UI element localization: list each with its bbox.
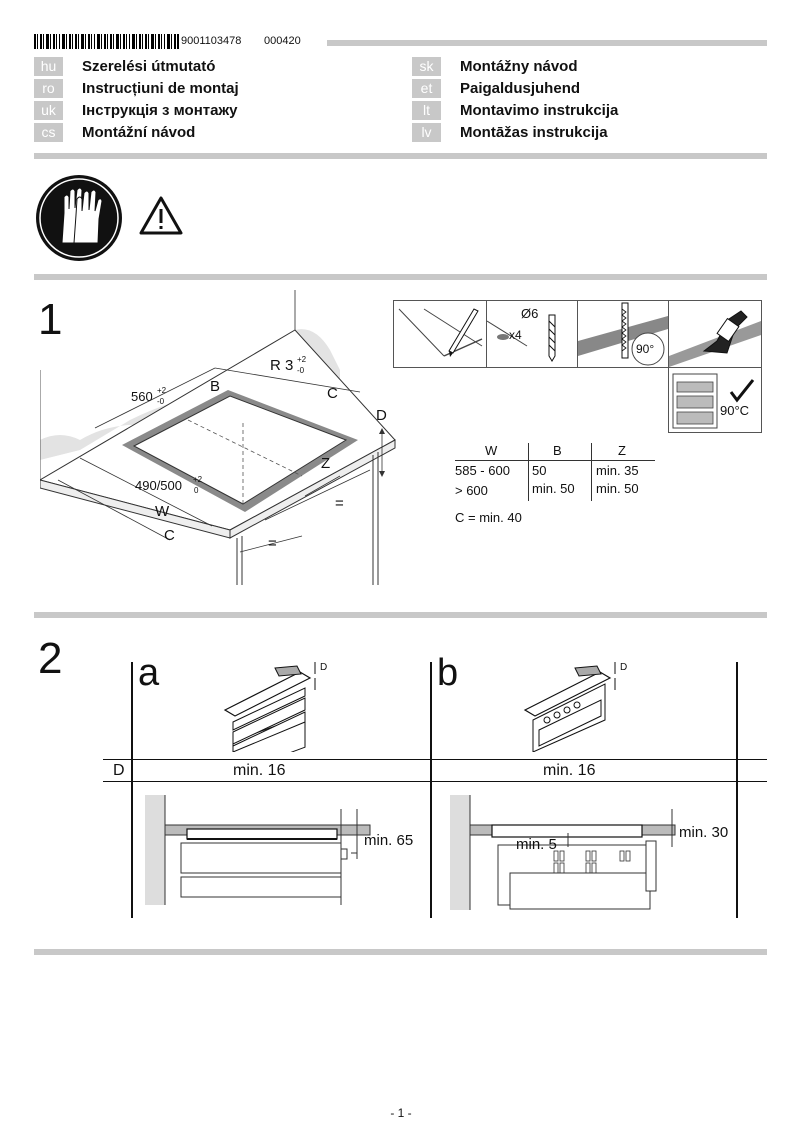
- frame-line: [430, 662, 432, 918]
- row-label-d: D: [113, 762, 125, 779]
- gloves-icon: [34, 173, 124, 263]
- step-number-2: 2: [38, 634, 63, 683]
- tol-r3-minus: -0: [297, 366, 305, 375]
- lang-title: Szerelési útmutató: [82, 57, 216, 75]
- section-divider: [34, 612, 767, 618]
- doc-code: 000420: [264, 35, 301, 47]
- lang-row-ro: ro Instrucțiuni de montaj: [34, 78, 239, 98]
- label-490-500: 490/500: [135, 478, 182, 493]
- table-header-b: B: [553, 443, 562, 458]
- frame-line: [103, 759, 767, 760]
- d-value-a: min. 16: [233, 762, 286, 779]
- lang-row-cs: cs Montážní návod: [34, 122, 195, 142]
- barcode-number: 9001103478: [181, 35, 242, 47]
- label-560: 560: [131, 389, 153, 404]
- header-rule: [327, 40, 767, 46]
- tol-r3-plus: +2: [297, 355, 307, 364]
- label-r3: R 3: [270, 357, 294, 374]
- oven-cabinet-diagram: [515, 660, 635, 753]
- drill-size: Ø6: [521, 306, 539, 321]
- label-eq-1: =: [335, 495, 344, 512]
- tol-490-plus: +2: [193, 475, 203, 484]
- table-header-w: W: [485, 443, 498, 458]
- tool-panel-saw: [577, 300, 669, 368]
- panel-label-b: b: [437, 652, 459, 694]
- tol-490-zero: 0: [194, 486, 199, 495]
- lang-code: et: [412, 78, 441, 98]
- label-c-bottom: C: [164, 527, 175, 544]
- label-c-top: C: [327, 385, 338, 402]
- d-small-a: D: [320, 662, 328, 673]
- table-grid: [528, 443, 529, 501]
- oven-section-diagram: [450, 795, 730, 910]
- table-grid: [591, 443, 592, 501]
- lang-code: lt: [412, 100, 441, 120]
- dimension-table: W B Z 585 - 600 50 min. 35 > 600 min. 50…: [455, 443, 655, 503]
- barcode: [34, 34, 180, 49]
- warning-icon: [138, 195, 184, 237]
- d-small-b: D: [620, 662, 628, 673]
- label-d: D: [376, 407, 387, 424]
- lang-code: uk: [34, 100, 63, 120]
- drawer-cabinet-diagram: [215, 660, 335, 775]
- table-note: C = min. 40: [455, 510, 522, 525]
- lang-title: Інструкція з монтажу: [82, 101, 238, 119]
- countertop-cutout-diagram: [38, 290, 400, 590]
- tol-560-plus: +2: [157, 386, 167, 395]
- label-b: B: [210, 378, 221, 395]
- lang-title: Montavimo instrukcija: [460, 101, 619, 119]
- lang-row-uk: uk Інструкція з монтажу: [34, 100, 237, 120]
- label-min-65: min. 65: [364, 832, 414, 849]
- d-value-b: min. 16: [543, 762, 596, 779]
- lang-title: Paigaldusjuhend: [460, 79, 581, 97]
- lang-title: Montážny návod: [460, 57, 578, 75]
- lang-title: Montážní návod: [82, 123, 196, 141]
- drill-count: x4: [509, 328, 522, 342]
- table-cell: min. 35: [596, 463, 639, 478]
- label-eq-2: =: [268, 535, 277, 552]
- heat-temp: 90°C: [720, 403, 750, 418]
- frame-line: [103, 781, 767, 782]
- table-cell: > 600: [455, 483, 488, 498]
- lang-title: Montāžas instrukcija: [460, 123, 608, 141]
- table-cell: min. 50: [596, 481, 639, 496]
- lang-row-hu: hu Szerelési útmutató: [34, 56, 215, 76]
- tool-panel-seal: [668, 300, 762, 368]
- frame-line: [131, 662, 133, 918]
- tol-560-minus: -0: [157, 397, 165, 406]
- page-number: - 1 -: [390, 1106, 412, 1120]
- drawer-section-diagram: [145, 795, 425, 905]
- label-w: W: [155, 503, 170, 520]
- lang-row-lv: lv Montāžas instrukcija: [412, 122, 608, 142]
- lang-code: cs: [34, 122, 63, 142]
- lang-row-et: et Paigaldusjuhend: [412, 78, 580, 98]
- tool-panel-mark: [393, 300, 487, 368]
- table-grid: [455, 460, 655, 461]
- panel-label-a: a: [138, 652, 160, 694]
- tool-panel-heat: [668, 367, 762, 433]
- lang-code: lv: [412, 122, 441, 142]
- section-divider: [34, 274, 767, 280]
- section-divider: [34, 153, 767, 159]
- table-header-z: Z: [618, 443, 626, 458]
- lang-code: ro: [34, 78, 63, 98]
- lang-code: hu: [34, 56, 63, 76]
- table-cell: min. 50: [532, 481, 575, 496]
- lang-row-sk: sk Montážny návod: [412, 56, 578, 76]
- label-min-30: min. 30: [679, 824, 729, 841]
- label-min-5: min. 5: [516, 836, 557, 853]
- frame-line: [736, 662, 738, 918]
- step-number-1: 1: [38, 295, 63, 344]
- table-cell: 585 - 600: [455, 463, 510, 478]
- saw-angle: 90°: [636, 342, 655, 356]
- section-divider: [34, 949, 767, 955]
- label-z: Z: [321, 455, 331, 472]
- lang-row-lt: lt Montavimo instrukcija: [412, 100, 618, 120]
- lang-title: Instrucțiuni de montaj: [82, 79, 239, 97]
- table-cell: 50: [532, 463, 547, 478]
- lang-code: sk: [412, 56, 441, 76]
